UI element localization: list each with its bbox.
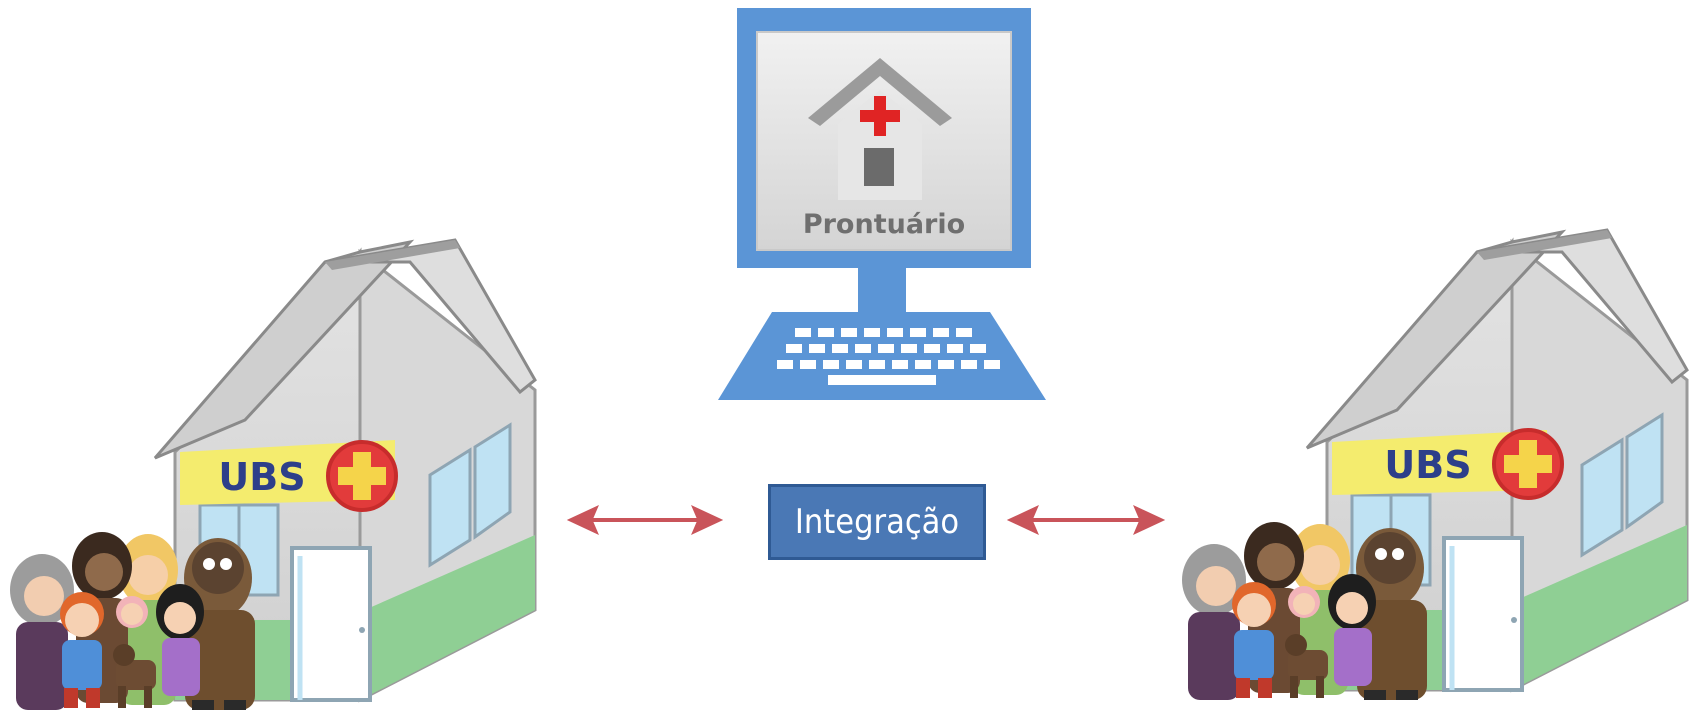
- health-house-icon: [808, 58, 952, 200]
- arrow-right-double: [1006, 504, 1166, 536]
- family-right-illustration: [1182, 522, 1427, 700]
- family-left-illustration: [10, 532, 255, 710]
- ubs-right-label: UBS: [1384, 443, 1471, 487]
- ubs-left-house: UBS: [155, 240, 535, 700]
- keyboard-icon: [718, 312, 1046, 400]
- arrow-left-double: [566, 504, 724, 536]
- integration-label: Integração: [794, 502, 960, 542]
- monitor-screen-label: Prontuário: [803, 209, 965, 240]
- ubs-left-label: UBS: [218, 455, 305, 499]
- computer-monitor: Prontuário: [718, 8, 1046, 400]
- ubs-right-cross-icon: [1492, 428, 1564, 500]
- integration-box: Integração: [768, 484, 986, 560]
- monitor-stand: [858, 268, 906, 320]
- ubs-left-cross-icon: [326, 440, 398, 512]
